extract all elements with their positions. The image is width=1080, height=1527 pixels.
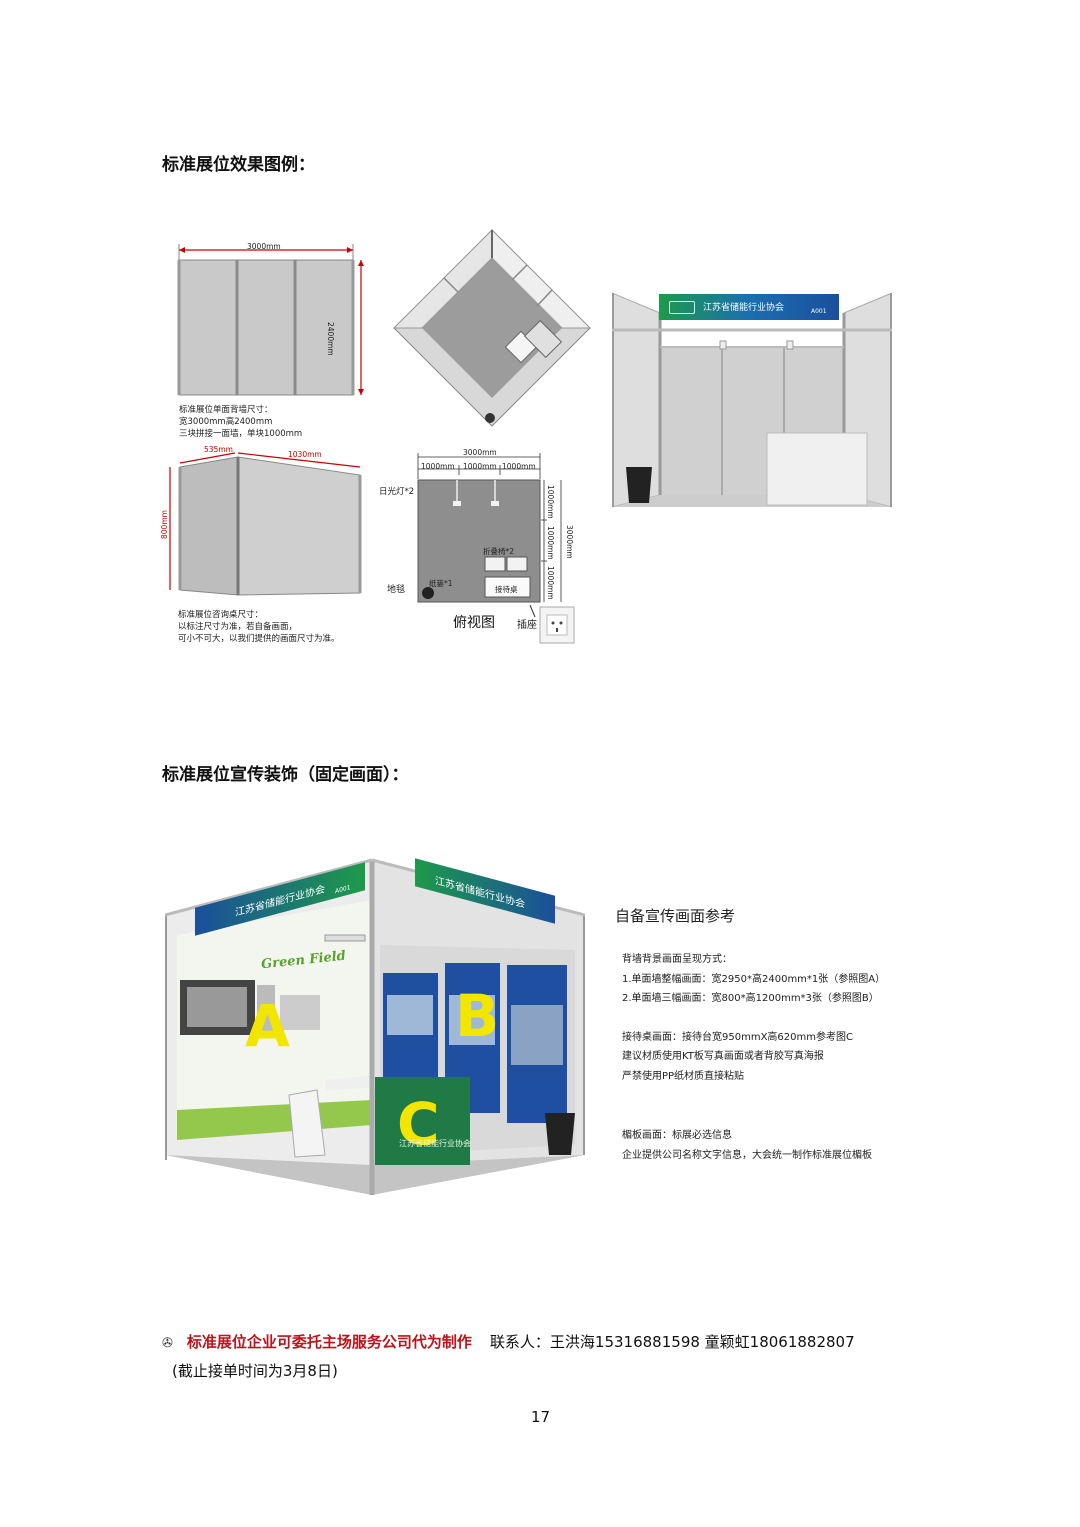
plan-caption: 俯视图 — [453, 615, 495, 631]
plan-seg-right-1: 1000mm — [546, 485, 555, 519]
booth-3d-fascia-text: 江苏省储能行业协会 — [703, 303, 785, 313]
plan-seg-top-1: 1000mm — [421, 462, 455, 471]
reference-line — [622, 1086, 885, 1126]
footer-deadline: (截止接单时间为3月8日) — [172, 1362, 338, 1380]
wheel-icon: ✇ — [162, 1336, 173, 1351]
reference-line — [622, 1009, 885, 1028]
footer-note: ✇ 标准展位企业可委托主场服务公司代为制作联系人：王洪海15316881598 童… — [162, 1331, 855, 1352]
section1-title: 标准展位效果图例： — [162, 155, 315, 175]
wall-caption-line: 宽3000mm高2400mm — [179, 417, 273, 427]
wall-caption-line: 三块拼接一面墙，单块1000mm — [179, 429, 303, 439]
plan-chair-label: 折叠椅*2 — [483, 547, 515, 556]
plan-carpet-label: 地毯 — [387, 585, 406, 595]
isometric-booth-figure — [392, 228, 592, 438]
plan-total-right: 3000mm — [565, 525, 574, 559]
desk-caption-line: 以标注尺寸为准，若自备画面， — [178, 622, 298, 632]
reference-line: 2.单面墙三幅画面：宽800*高1200mm*3张（参照图B） — [622, 993, 879, 1004]
plan-seg-right-2: 1000mm — [546, 526, 555, 560]
reference-line: 建议材质使用KT板写真画面或者背胶写真海报 — [622, 1051, 824, 1062]
decor-letter-b: B — [455, 982, 500, 1050]
reference-title: 自备宣传画面参考 — [615, 907, 736, 925]
consult-desk-figure: 535mm 1030mm 800mm 标准展位咨询桌尺寸： 以标注尺寸为准，若自… — [160, 445, 375, 650]
decor-fascia-left-booth-no: A001 — [335, 884, 351, 896]
logo-icon — [669, 301, 695, 314]
reference-line: 严禁使用PP纸材质直接粘贴 — [622, 1070, 745, 1082]
wall-width-label: 3000mm — [247, 242, 281, 251]
booth-3d-fascia: 江苏省储能行业协会 A001 — [659, 294, 839, 320]
desk-front-label: 1030mm — [288, 450, 322, 459]
plan-seg-top-2: 1000mm — [463, 462, 497, 471]
plan-desk-label: 接待桌 — [495, 585, 518, 594]
desk-side-label: 535mm — [204, 445, 233, 454]
plan-seg-right-3: 1000mm — [546, 566, 555, 600]
booth-3d-booth-no: A001 — [811, 308, 827, 315]
page-number: 17 — [531, 1408, 551, 1426]
plan-total-top: 3000mm — [463, 448, 497, 457]
desk-caption-line: 标准展位咨询桌尺寸： — [178, 610, 264, 620]
reference-line: 楣板画面：标展必选信息 — [622, 1130, 732, 1141]
wall-caption: 标准展位单面背墙尺寸： 宽3000mm高2400mm 三块拼接一面墙，单块100… — [179, 404, 379, 440]
desk-caption: 标准展位咨询桌尺寸： 以标注尺寸为准，若自备画面， 可小不可大，以我们提供的画面… — [178, 609, 378, 645]
wall-caption-line: 标准展位单面背墙尺寸： — [179, 405, 273, 415]
reference-line: 背墙背景画面呈现方式： — [622, 954, 732, 965]
desk-caption-line: 可小不可大，以我们提供的画面尺寸为准。 — [178, 634, 340, 644]
footer-highlight: 标准展位企业可委托主场服务公司代为制作 — [186, 1333, 472, 1351]
booth-3d-figure: 江苏省储能行业协会 A001 — [612, 285, 892, 515]
reference-line: 1.单面墙整幅画面：宽2950*高2400mm*1张（参照图A） — [622, 973, 886, 985]
desk-height-label: 800mm — [160, 510, 169, 539]
plan-socket-label: 插座 — [517, 620, 537, 631]
plan-light-label: 日光灯*2 — [379, 487, 415, 497]
decor-letter-a: A — [245, 992, 290, 1060]
wall-height-label: 2400mm — [326, 322, 335, 356]
reference-line: 企业提供公司名称文字信息，大会统一制作标准展位楣板 — [622, 1149, 872, 1161]
footer-contact: 联系人：王洪海15316881598 童颖虹18061882807 — [489, 1333, 855, 1351]
plan-view-figure: 3000mm 1000mm 1000mm 1000mm 1000mm 1000m… — [375, 445, 580, 650]
plan-bin-label: 纸篓*1 — [429, 579, 453, 588]
reference-line: 接待桌画面：接待台宽950mmX高620mm参考图C — [622, 1031, 853, 1043]
back-wall-figure: 3000mm 2400mm 标准展位单面背墙尺寸： 宽3000mm高2400mm… — [165, 238, 375, 439]
decor-letter-c: C — [397, 1090, 440, 1158]
reference-text: 背墙背景画面呈现方式： 1.单面墙整幅画面：宽2950*高2400mm*1张（参… — [622, 950, 885, 1165]
decor-desk-text: 江苏省储能行业协会 — [399, 1139, 471, 1148]
decorated-booth-figure: 江苏省储能行业协会 A001 江苏省储能行业协会 Green Field A B… — [165, 855, 585, 1195]
plan-seg-top-3: 1000mm — [502, 462, 536, 471]
section2-title: 标准展位宣传装饰（固定画面）： — [162, 765, 409, 785]
